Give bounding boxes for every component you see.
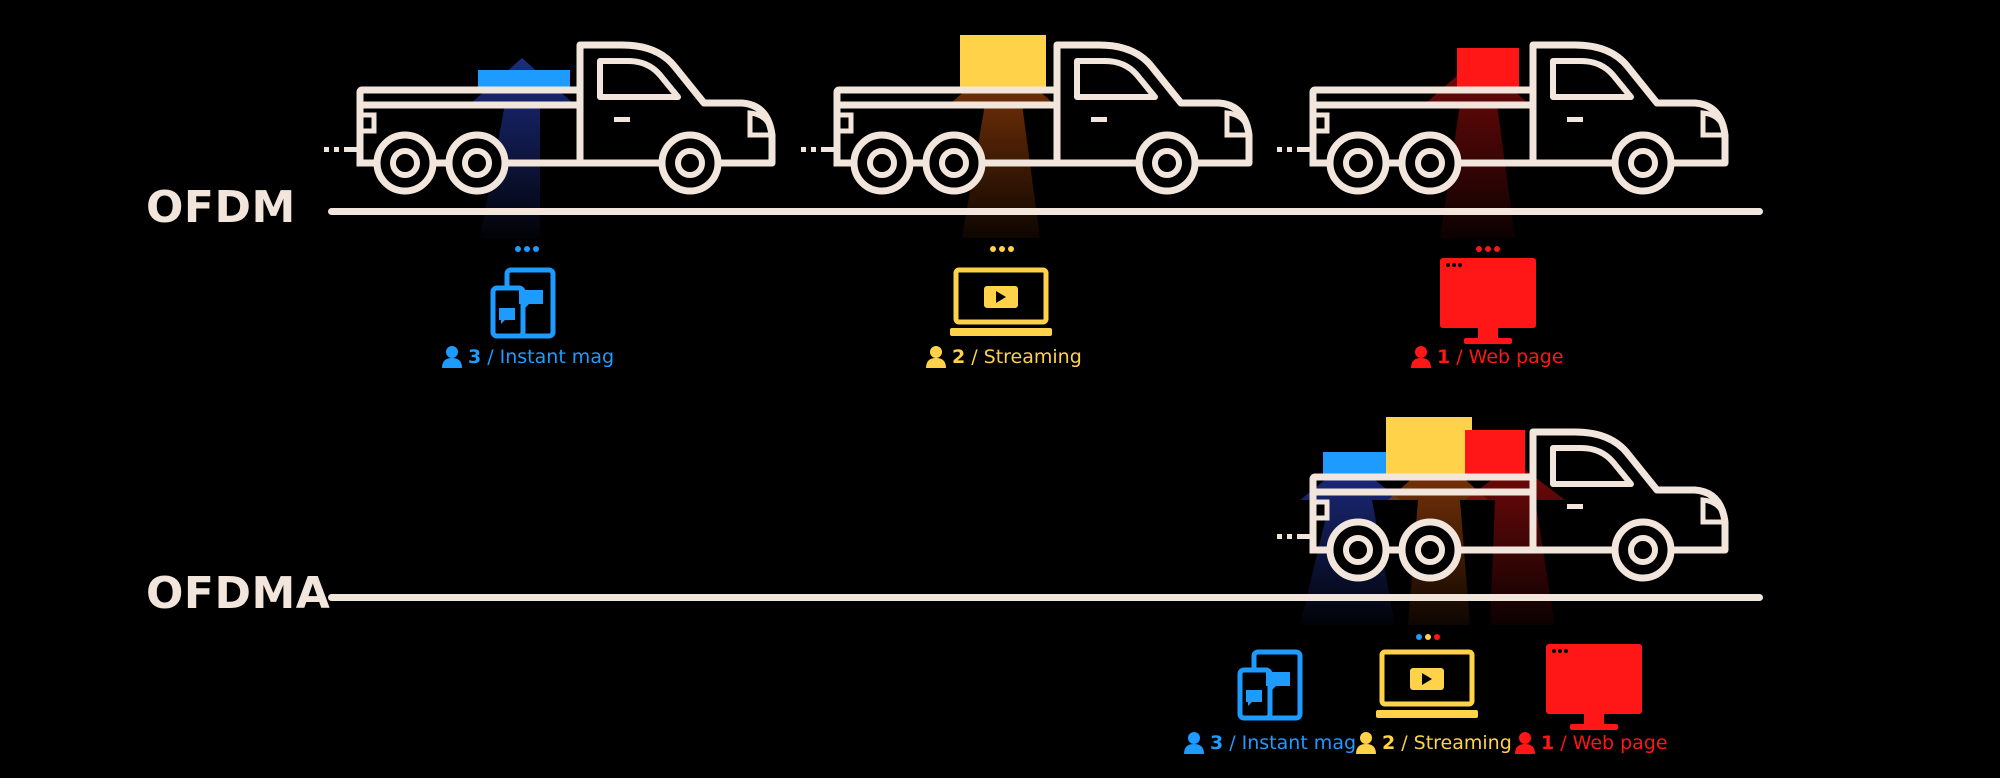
ofdma-label-instant: 3 / Instant mag	[1184, 732, 1356, 754]
ofdm-label-streaming: 2 / Streaming	[926, 346, 1082, 368]
traffic-name: Web page	[1468, 346, 1564, 368]
ofdma-arrow-red	[1465, 462, 1565, 625]
tablet-chat-icon	[1240, 652, 1300, 718]
ofdm-truck-1	[324, 45, 772, 191]
traffic-name: Streaming	[983, 346, 1082, 368]
label-separator: /	[1456, 346, 1463, 368]
ofdm-title: OFDM	[146, 182, 296, 233]
label-separator: /	[1229, 732, 1236, 754]
ofdm-dots-red	[1476, 246, 1500, 252]
ofdma-label-webpage: 1 / Web page	[1515, 732, 1668, 754]
label-separator: /	[1560, 732, 1567, 754]
traffic-name: Instant mag	[1241, 732, 1357, 754]
user-icon	[1356, 732, 1376, 754]
user-count: 2	[952, 346, 966, 368]
ofdma-dots	[1416, 634, 1440, 640]
user-icon	[1411, 346, 1431, 368]
ofdm-label-instant: 3 / Instant mag	[442, 346, 614, 368]
ofdma-road	[328, 594, 1763, 601]
label-separator: /	[487, 346, 494, 368]
ofdma-label-streaming: 2 / Streaming	[1356, 732, 1512, 754]
user-icon	[1515, 732, 1535, 754]
label-separator: /	[971, 346, 978, 368]
label-separator: /	[1401, 732, 1408, 754]
ofdm-cargo-red	[1457, 48, 1519, 90]
ofdm-label-webpage: 1 / Web page	[1411, 346, 1564, 368]
user-count: 3	[1210, 732, 1224, 754]
ofdm-road	[328, 208, 1763, 215]
traffic-name: Web page	[1572, 732, 1668, 754]
ofdma-cargo-yellow	[1386, 417, 1472, 476]
laptop-play-icon	[950, 270, 1052, 336]
monitor-icon	[1546, 644, 1642, 730]
user-icon	[1184, 732, 1204, 754]
user-icon	[442, 346, 462, 368]
ofdm-cargo-yellow	[960, 35, 1046, 89]
ofdma-cargo-red	[1465, 430, 1525, 476]
user-count: 1	[1437, 346, 1451, 368]
laptop-play-icon	[1376, 652, 1478, 718]
ofdm-cargo-blue	[478, 70, 570, 90]
ofdm-dots-yellow	[990, 246, 1014, 252]
ofdma-title: OFDMA	[146, 568, 331, 619]
user-icon	[926, 346, 946, 368]
traffic-name: Streaming	[1413, 732, 1512, 754]
traffic-name: Instant mag	[499, 346, 615, 368]
user-count: 2	[1382, 732, 1396, 754]
ofdm-dots-blue	[515, 246, 539, 252]
tablet-chat-icon	[493, 270, 553, 336]
user-count: 1	[1541, 732, 1555, 754]
monitor-icon	[1440, 258, 1536, 344]
user-count: 3	[468, 346, 482, 368]
